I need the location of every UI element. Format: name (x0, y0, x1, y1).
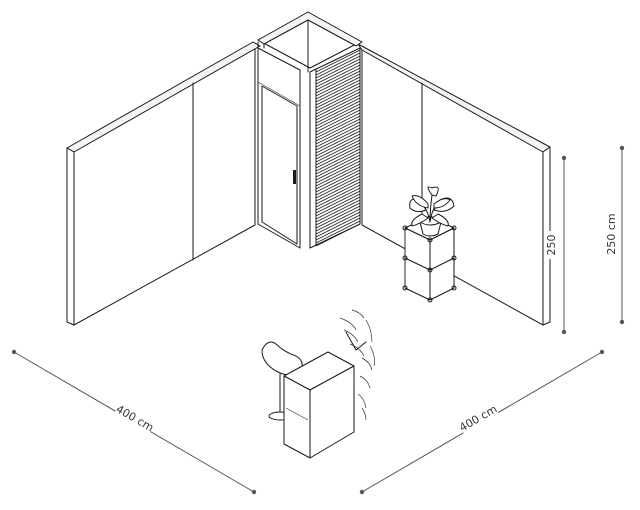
slat (315, 184, 361, 208)
storage-room (257, 11, 363, 249)
slat (315, 151, 361, 175)
slat (315, 130, 361, 154)
slat (315, 64, 361, 88)
slat (315, 166, 361, 190)
slat (315, 85, 361, 109)
slat (315, 175, 361, 199)
slat (315, 157, 361, 181)
slat (315, 214, 361, 238)
door-handle (293, 170, 296, 184)
slat (315, 106, 361, 130)
slat (315, 178, 361, 202)
left-wall (66, 41, 261, 326)
door (261, 85, 298, 245)
slat (315, 97, 361, 121)
brochure-stand (339, 309, 375, 421)
slat (315, 202, 361, 226)
slat (315, 103, 361, 127)
slat (315, 160, 361, 184)
slat (315, 67, 361, 91)
slat (315, 55, 361, 79)
slat (315, 58, 361, 82)
slat-panel (315, 49, 361, 247)
slat (315, 127, 361, 151)
slat (315, 142, 361, 166)
dimension-right: 400 cm (359, 349, 605, 495)
slat (315, 88, 361, 112)
dimension-right-label: 400 cm (457, 402, 499, 434)
slat (315, 118, 361, 142)
plant-icon (409, 186, 455, 237)
slat (315, 82, 361, 106)
slat (315, 121, 361, 145)
slat (315, 172, 361, 196)
slat (315, 145, 361, 169)
slat (315, 208, 361, 232)
slat (315, 61, 361, 85)
slat (315, 124, 361, 148)
slat (315, 49, 361, 73)
slat (315, 91, 361, 115)
slat (315, 109, 361, 133)
slat (315, 193, 361, 217)
slat (315, 205, 361, 229)
dimension-wall-height-label: 250 (545, 235, 558, 256)
dimension-left: 400 cm (11, 349, 257, 495)
slat (315, 190, 361, 214)
dimension-wall-height: 250 (544, 155, 567, 335)
dimension-total-height-label: 250 cm (605, 213, 618, 254)
dimension-total-height: 250 cm (604, 145, 625, 325)
slat (315, 94, 361, 118)
counter (283, 351, 355, 459)
slat (315, 112, 361, 136)
slat (315, 154, 361, 178)
slat (315, 211, 361, 235)
slat (315, 169, 361, 193)
slat (315, 187, 361, 211)
slat (315, 217, 361, 241)
slat (315, 76, 361, 100)
slat (315, 52, 361, 76)
slat (315, 133, 361, 157)
slat (315, 163, 361, 187)
right-wall (357, 43, 551, 326)
slat (315, 199, 361, 223)
slat (315, 139, 361, 163)
slat (315, 223, 361, 247)
slat (315, 100, 361, 124)
slat (315, 73, 361, 97)
dimension-left-label: 400 cm (114, 402, 156, 434)
slat (315, 148, 361, 172)
slat (315, 136, 361, 160)
slat (315, 181, 361, 205)
slat (315, 196, 361, 220)
slat (315, 70, 361, 94)
slat (315, 220, 361, 244)
slat (315, 115, 361, 139)
slat (315, 79, 361, 103)
